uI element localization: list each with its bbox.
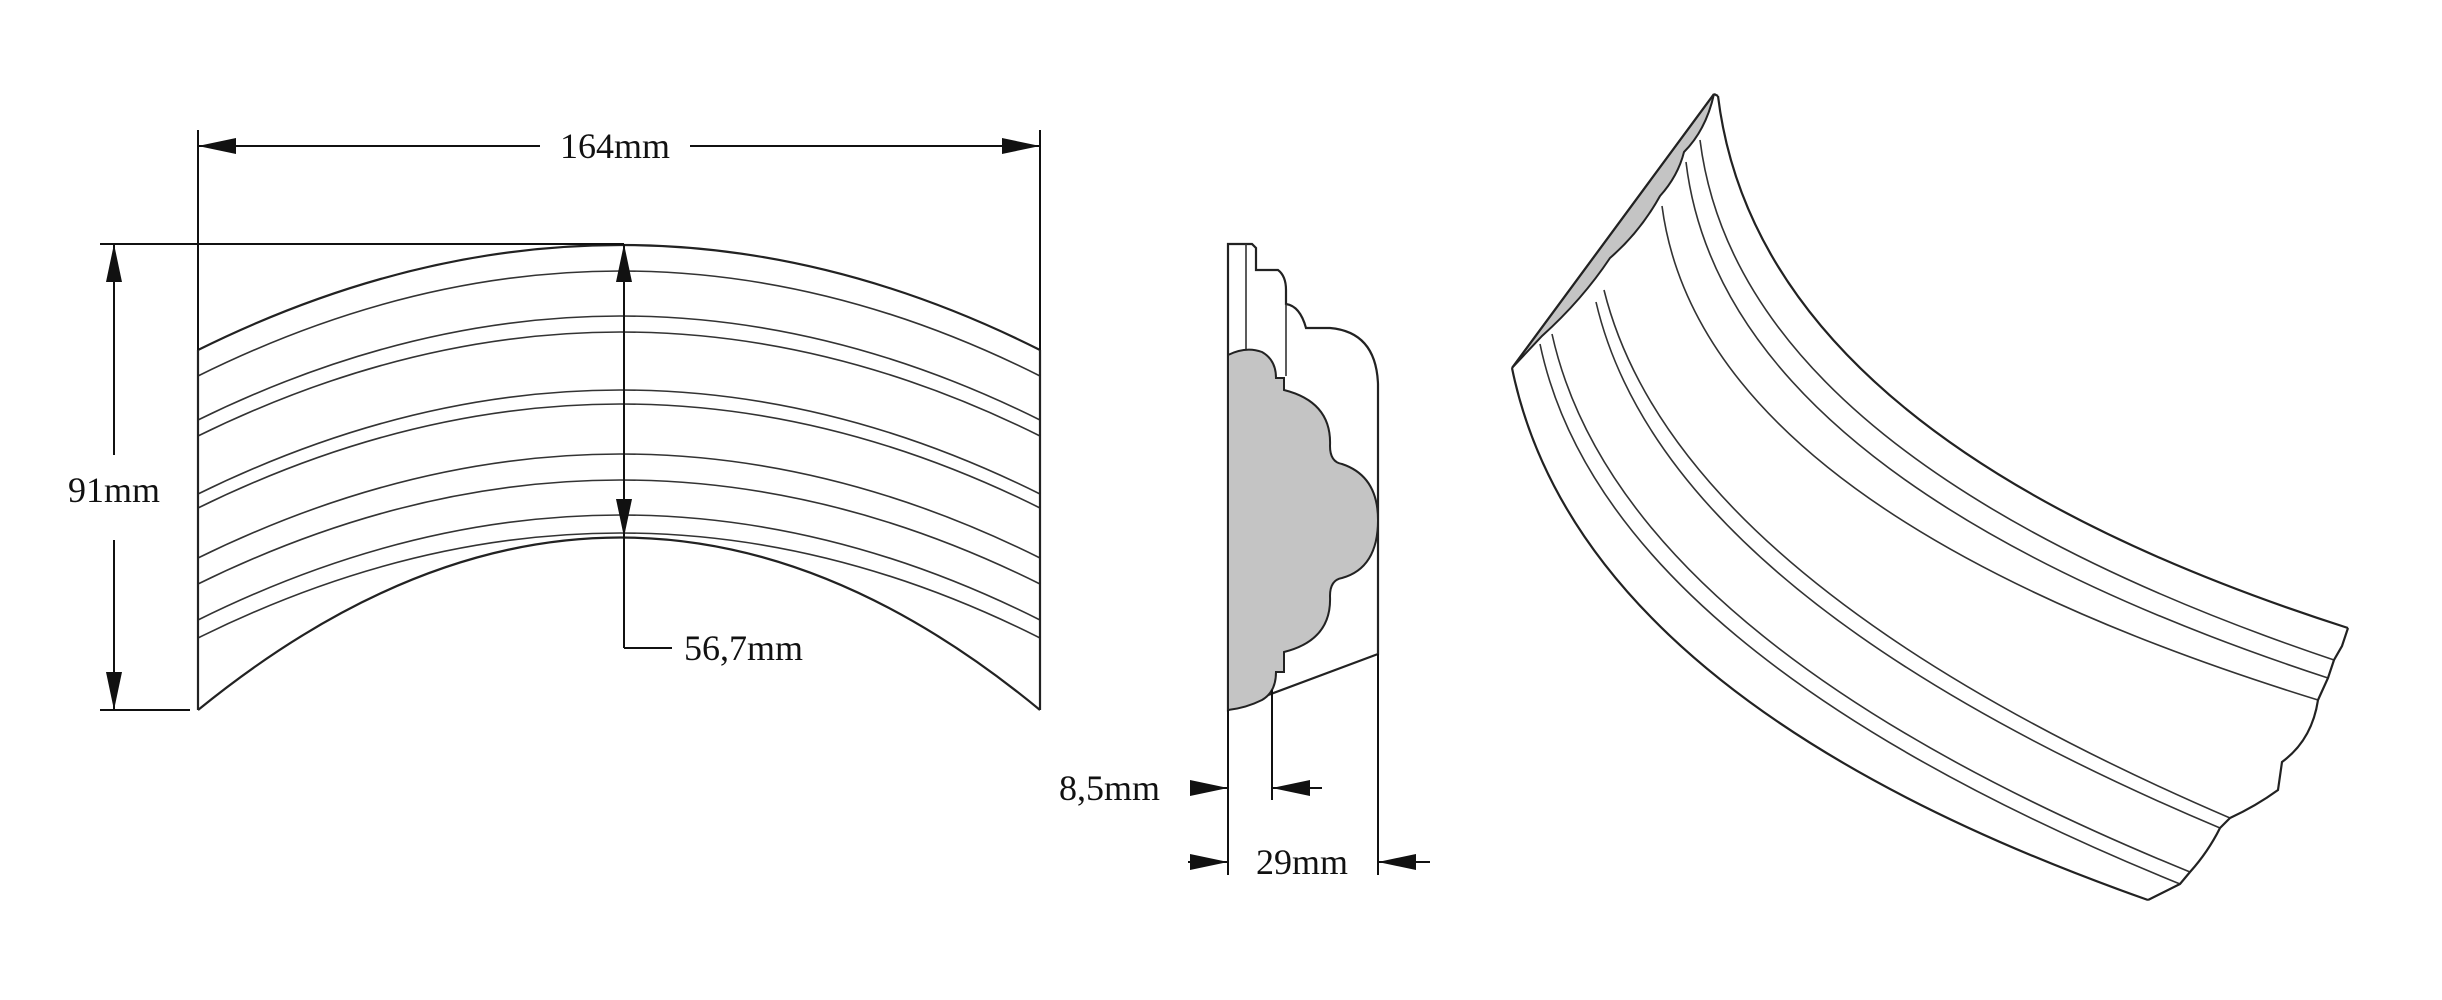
rise-dimension-label: 56,7mm [684,628,803,668]
flat-arrow-left [1190,780,1228,796]
iso-end-edge-top [1713,93,1719,97]
profile-section-fill [1227,348,1380,712]
height-arrow-bottom [106,672,122,710]
profile-outline [1226,242,1380,712]
height-dimension-label: 91mm [68,470,160,510]
total-arrow-left [1190,854,1228,870]
front-view-outer-edge [197,244,1041,351]
isometric-view [1510,93,2350,902]
width-dimension-label: 164mm [560,126,670,166]
flat-arrow-right [1272,780,1310,796]
total-depth-label: 29mm [1256,842,1348,882]
iso-curve-2 [1699,139,2335,661]
height-arrow-top [106,244,122,282]
front-view: 164mm 91mm 56,7mm [68,126,1042,711]
front-view-band-7 [197,479,1041,585]
iso-curve-3 [1685,161,2329,679]
iso-curve-4 [1661,205,2319,701]
width-arrow-left [198,138,236,154]
iso-curve-9 [1510,367,2149,902]
iso-curve-5 [1603,289,2231,819]
front-view-band-5 [197,403,1041,509]
iso-curve-6 [1595,301,2221,829]
front-view-band-9 [197,532,1041,639]
front-view-band-3 [197,331,1041,437]
front-view-band-4 [197,389,1041,495]
rise-arrow-bottom [616,499,632,537]
front-view-band-6 [197,453,1041,559]
iso-curve-7 [1551,333,2191,873]
flat-depth-label: 8,5mm [1059,768,1160,808]
iso-curve-1 [1716,95,2349,630]
iso-far-end-edge [2147,627,2350,901]
rise-arrow-top [616,244,632,282]
front-view-band-1 [197,270,1041,377]
width-arrow-right [1002,138,1040,154]
iso-curve-8 [1539,343,2181,885]
iso-end-edge [1511,93,1715,369]
total-arrow-right [1378,854,1416,870]
profile-view: 8,5mm 29mm [1059,242,1430,882]
front-view-band-2 [197,315,1041,421]
front-view-inner-edge [197,536,1041,711]
